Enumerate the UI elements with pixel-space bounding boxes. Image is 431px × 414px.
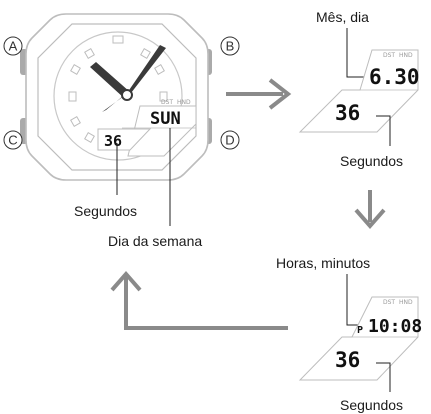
- hour-marker-3: [159, 91, 168, 102]
- hour-marker-11: [84, 48, 95, 59]
- hour-marker-1: [140, 48, 151, 59]
- label-hours-minutes: Horas, minutos: [276, 255, 370, 271]
- date-indicator-dst: DST: [383, 52, 395, 59]
- label-seconds-date: Segundos: [340, 153, 403, 169]
- watch-day-display: SUN: [150, 109, 181, 129]
- date-seconds-display: 36: [335, 101, 360, 125]
- time-seconds-display: 36: [335, 348, 360, 372]
- hour-marker-7: [84, 132, 95, 143]
- time-seconds-callout-line: [376, 362, 391, 392]
- hands-pivot: [121, 89, 133, 101]
- arrow-down-head: [354, 208, 386, 230]
- lcd-seconds-window: [97, 128, 152, 151]
- button-b-label: B: [226, 39, 235, 54]
- time-display: 10:08: [368, 316, 422, 337]
- time-indicator-dst: DST: [383, 299, 395, 306]
- watch-face: DST HND SUN 36 A B C D: [3, 13, 240, 181]
- date-seconds-callout-line: [376, 115, 391, 146]
- watch-seconds-display: 36: [104, 132, 122, 150]
- hour-marker-2: [154, 64, 165, 75]
- button-a-label: A: [9, 39, 18, 54]
- label-month-day: Mês, dia: [316, 9, 369, 25]
- screen-date: Mês, dia DST HND 6.30 36 Segundos: [298, 9, 420, 169]
- time-indicator-hnd: HND: [399, 299, 413, 306]
- label-weekday: Dia da semana: [108, 233, 202, 249]
- arrow-return-shaft: [124, 276, 288, 330]
- date-display: 6.30: [369, 65, 420, 89]
- hour-marker-9: [68, 91, 77, 102]
- label-seconds-time: Segundos: [340, 397, 403, 413]
- hour-marker-12: [112, 35, 124, 44]
- button-c-label: C: [8, 133, 17, 148]
- button-d-label: D: [225, 133, 234, 148]
- hour-marker-8: [70, 116, 81, 127]
- arrow-return-head: [110, 270, 142, 292]
- month-day-callout-line: [346, 28, 370, 78]
- screen-time: Horas, minutos DST HND P 10:08 36 Segund…: [276, 255, 422, 413]
- hour-marker-10: [70, 64, 81, 75]
- date-indicator-hnd: HND: [399, 52, 413, 59]
- hour-hand: [90, 62, 130, 98]
- arrow-right-head: [268, 78, 292, 110]
- minute-hand: [125, 45, 166, 96]
- label-seconds-watch: Segundos: [74, 203, 137, 219]
- time-pm-flag: P: [357, 325, 363, 336]
- watch-indicator-dst: DST: [161, 99, 173, 106]
- watch-indicator-hnd: HND: [177, 99, 191, 106]
